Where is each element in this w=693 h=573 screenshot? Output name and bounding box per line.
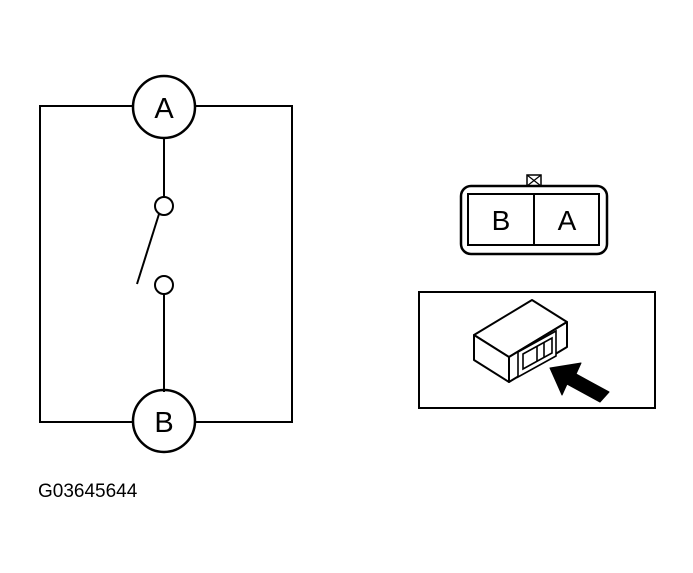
connector-socket-icon — [517, 329, 557, 379]
switch-blade — [136, 213, 160, 285]
arrow-icon — [549, 362, 610, 403]
switch-contact-upper — [154, 196, 174, 216]
connector-pin-right: A — [558, 205, 577, 236]
figure-id: G03645644 — [38, 481, 138, 502]
component-illustration — [418, 291, 656, 409]
terminal-a-label: A — [154, 93, 174, 125]
wire-top-left — [39, 105, 134, 423]
wire-top-right — [194, 105, 293, 423]
switch-contact-lower — [154, 275, 174, 295]
connector-pin-left: B — [492, 205, 511, 236]
terminal-b-label: B — [154, 407, 173, 439]
terminal-a: A — [131, 74, 197, 140]
terminal-b: B — [131, 388, 197, 454]
connector-face: B A — [459, 174, 609, 256]
locking-tab-icon — [526, 174, 542, 187]
circuit-schematic: A B — [39, 74, 293, 454]
